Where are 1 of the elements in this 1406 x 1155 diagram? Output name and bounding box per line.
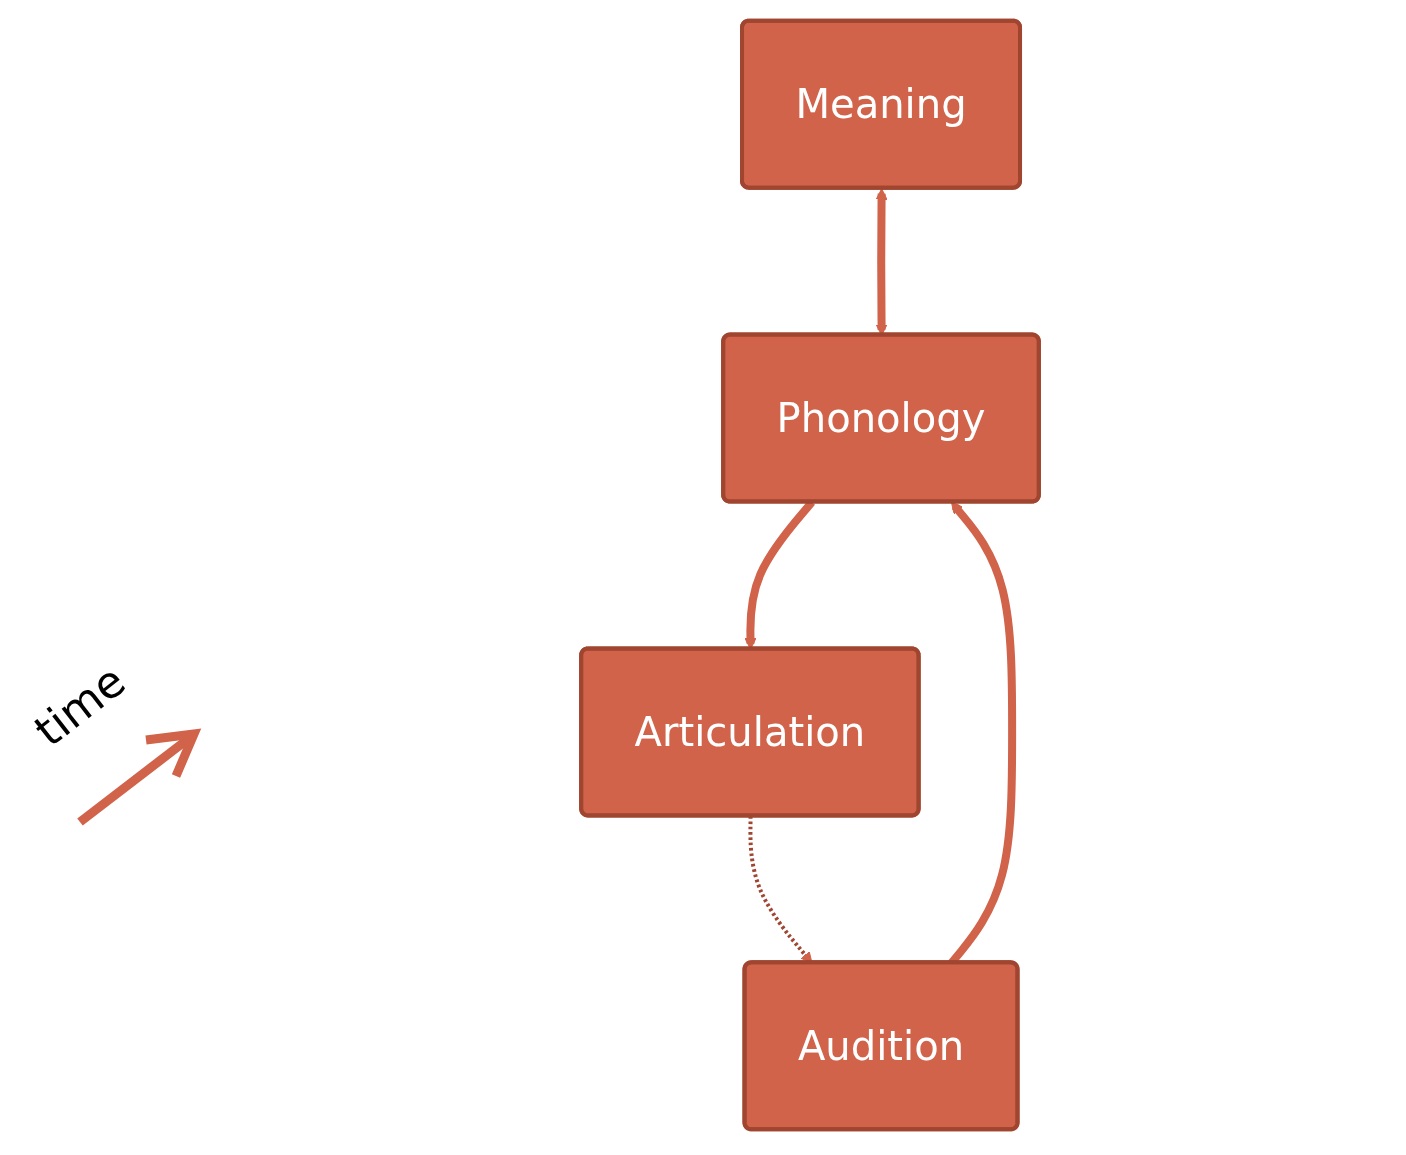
axis-label: time: [24, 654, 135, 757]
